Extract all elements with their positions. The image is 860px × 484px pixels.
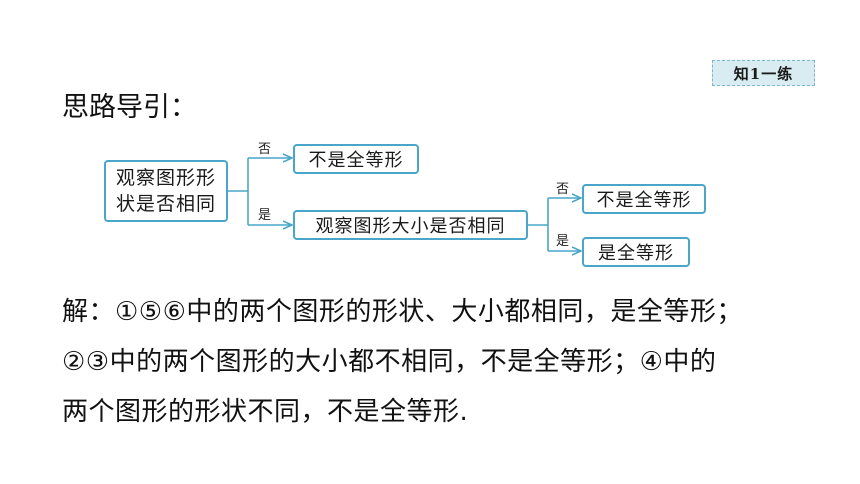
branch-label-yes-2: 是 [556, 234, 570, 249]
branch-label-no-1: 否 [258, 142, 272, 157]
node-check-size: 观察图形大小是否相同 [293, 210, 528, 240]
node-congruent: 是全等形 [582, 237, 690, 267]
node-check-shape-line2: 状是否相同 [115, 193, 216, 215]
branch-label-no-2: 否 [556, 182, 570, 197]
practice-badge: 知1一练 [712, 60, 815, 86]
node-not-congruent-1: 不是全等形 [293, 144, 419, 174]
node-check-shape: 观察图形形 状是否相同 [104, 160, 228, 222]
answer-line-2: ②③中的两个图形的大小都不相同，不是全等形；④中的 [62, 347, 717, 377]
answer-line-1: 解：①⑤⑥中的两个图形的形状、大小都相同，是全等形； [62, 297, 743, 327]
node-not-congruent-2: 不是全等形 [582, 184, 706, 214]
branch-label-yes-1: 是 [258, 208, 272, 223]
answer-line-3: 两个图形的形状不同，不是全等形. [62, 397, 469, 427]
node-check-shape-line1: 观察图形形 [115, 167, 216, 189]
section-heading: 思路导引： [62, 92, 197, 123]
